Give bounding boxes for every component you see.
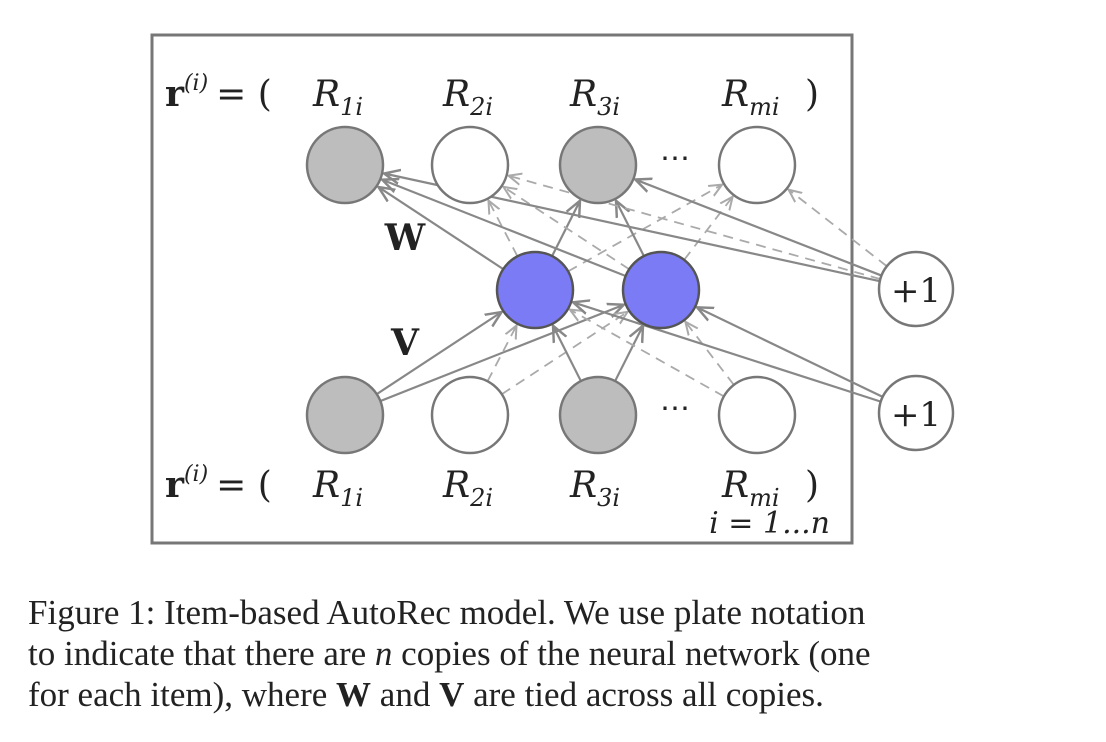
input-label-R2-base: R xyxy=(442,465,470,506)
caption-line-3: for each item), where W and V are tied a… xyxy=(28,674,1098,715)
input-vector-symbol: r xyxy=(165,464,185,506)
caption-line-3-start: for each item), where xyxy=(28,675,337,714)
decoder-bias-edge-4 xyxy=(789,190,888,267)
output-vector-label: r(i)= ( R1i R2i R3i Rmi ) xyxy=(165,71,819,121)
decoder-edge-2-4 xyxy=(683,197,732,261)
output-vector-symbol: r xyxy=(165,73,185,115)
output-layer xyxy=(305,125,797,205)
encoder-edge-2-2 xyxy=(501,312,628,395)
hidden-node-1 xyxy=(495,250,575,330)
input-node-2 xyxy=(430,375,510,455)
caption-v-symbol: V xyxy=(439,675,465,714)
decoder-bias-label: +1 xyxy=(891,271,941,311)
caption-line-1: Figure 1: Item-based AutoRec model. We u… xyxy=(28,593,866,632)
caption-w-symbol: W xyxy=(336,675,372,714)
input-label-R2-sub: 2i xyxy=(469,484,493,512)
decoder-bias-node xyxy=(877,250,955,328)
decoder-edge-2-2 xyxy=(503,187,630,270)
hidden-layer xyxy=(495,250,701,330)
svg-text:R1i: R1i xyxy=(312,465,363,512)
output-label-Rm-base: R xyxy=(721,74,749,115)
figure-caption: Figure 1: Item-based AutoRec model. We u… xyxy=(28,592,1098,715)
input-node-3 xyxy=(558,375,638,455)
svg-text:R3i: R3i xyxy=(569,74,620,121)
input-label-Rm-sub: mi xyxy=(749,484,779,512)
output-node-3 xyxy=(558,125,638,205)
encoder-edge-4-1 xyxy=(570,310,725,398)
caption-line-3-mid: and xyxy=(371,675,440,714)
caption-line-3-end: are tied across all copies. xyxy=(464,675,824,714)
network-edges xyxy=(376,173,888,403)
decoder-edge-2-1 xyxy=(382,180,627,278)
encoder-weight-label: V xyxy=(390,322,420,364)
decoder-bias-edge-2 xyxy=(509,176,881,280)
input-vector-label: r(i)= ( R1i R2i R3i Rmi ) xyxy=(165,462,819,512)
svg-text:R1i: R1i xyxy=(312,74,363,121)
svg-text:R2i: R2i xyxy=(442,465,493,512)
input-label-R3-sub: 3i xyxy=(597,484,620,512)
input-vector-superscript: (i) xyxy=(184,462,208,487)
output-label-R3-base: R xyxy=(569,74,597,115)
encoder-bias-edge-1 xyxy=(573,302,882,403)
input-label-R3-base: R xyxy=(569,465,597,506)
output-vector-close: ) xyxy=(805,74,819,115)
output-label-R1-sub: 1i xyxy=(340,93,363,121)
svg-text:R3i: R3i xyxy=(569,465,620,512)
encoder-bias-label: +1 xyxy=(891,395,941,435)
plate-box xyxy=(150,33,854,545)
svg-text:r(i)= (: r(i) = ( xyxy=(165,71,272,115)
plate-index-label: i = 1...n xyxy=(709,506,830,541)
svg-text:r(i)= (: r(i) = ( xyxy=(165,462,272,506)
input-layer xyxy=(305,375,797,455)
encoder-edge-2-1 xyxy=(486,325,517,382)
output-ellipsis: ⋯ xyxy=(660,141,690,176)
output-node-2 xyxy=(430,125,510,205)
input-label-R1-sub: 1i xyxy=(340,484,363,512)
decoder-weight-label: W xyxy=(384,217,426,259)
svg-text:Rmi: Rmi xyxy=(721,465,780,512)
decoder-edge-1-1 xyxy=(378,187,504,271)
decoder-edge-1-4 xyxy=(567,185,722,273)
svg-text:Rmi: Rmi xyxy=(721,74,780,121)
input-vector-equals: = ( xyxy=(216,465,272,506)
output-label-R1-base: R xyxy=(312,74,340,115)
caption-n-symbol: n xyxy=(374,634,393,673)
encoder-bias-node xyxy=(877,374,955,452)
output-label-R2-base: R xyxy=(442,74,470,115)
caption-line-2-end: copies of the neural network (one xyxy=(392,634,871,673)
decoder-edge-2-3 xyxy=(616,201,645,257)
input-label-R1-base: R xyxy=(312,465,340,506)
input-ellipsis: ⋯ xyxy=(660,391,690,426)
svg-text:R2i: R2i xyxy=(442,74,493,121)
decoder-edge-1-2 xyxy=(488,200,519,257)
output-label-Rm-sub: mi xyxy=(749,93,779,121)
output-node-m xyxy=(717,125,797,205)
input-label-Rm-base: R xyxy=(721,465,749,506)
input-vector-close: ) xyxy=(805,465,819,506)
output-node-1 xyxy=(305,125,385,205)
encoder-edge-3-1 xyxy=(553,326,582,382)
output-vector-equals: = ( xyxy=(216,74,272,115)
caption-line-2-start: to indicate that there are xyxy=(28,634,375,673)
output-label-R2-sub: 2i xyxy=(469,93,493,121)
encoder-edge-4-2 xyxy=(685,322,735,386)
decoder-bias-edge-3 xyxy=(635,180,882,277)
caption-line-2: to indicate that there are n copies of t… xyxy=(28,633,1098,674)
encoder-bias-edge-2 xyxy=(697,307,884,398)
output-label-R3-sub: 3i xyxy=(597,93,620,121)
encoder-edge-1-1 xyxy=(376,312,502,396)
input-node-1 xyxy=(305,375,385,455)
input-node-m xyxy=(717,375,797,455)
hidden-node-2 xyxy=(621,250,701,330)
output-vector-superscript: (i) xyxy=(184,71,208,96)
encoder-edge-3-2 xyxy=(614,326,643,382)
